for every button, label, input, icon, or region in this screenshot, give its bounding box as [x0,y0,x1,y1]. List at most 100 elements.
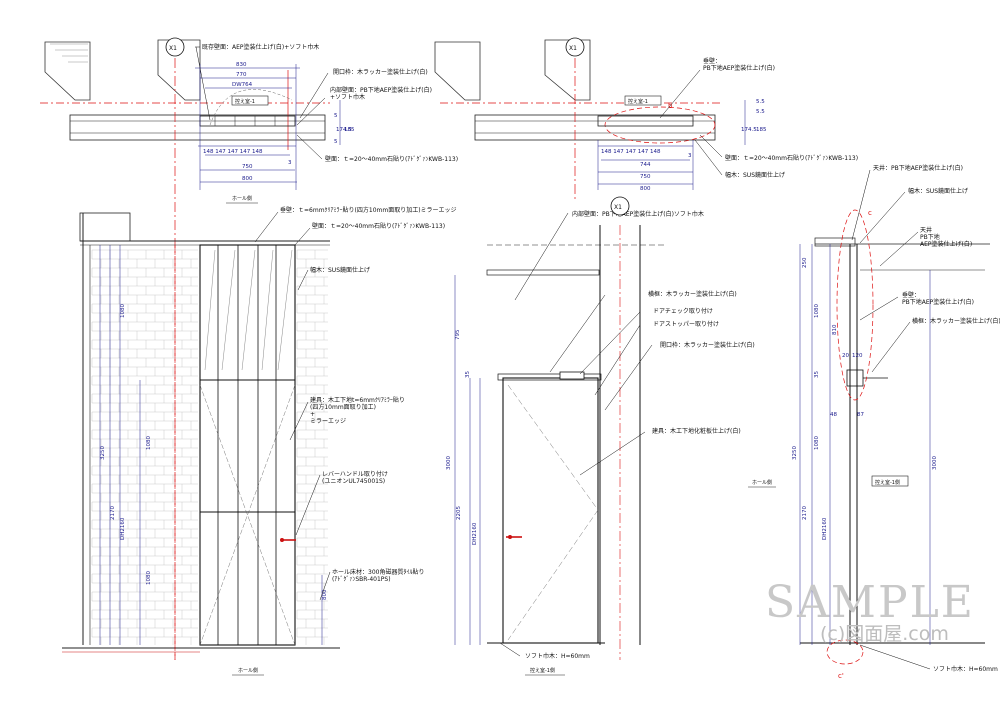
section-detail-ellipse-top [836,209,874,401]
section-note-partition: 垂壁：PB下地AEP塗装仕上げ(白) [902,291,974,306]
section-dim-2: 810 [832,324,838,335]
plan-right-vdim-3: 185 [756,127,767,133]
section-note-transom: 横框：木ラッカー塗装仕上げ(白) [912,317,1000,325]
elev-hall-note-transom: 垂壁：ｔ=6mmｸﾘｱﾐﾗｰ貼り(四方10mm面取り加工)ミラーエッジ [280,206,457,214]
elev-room-room-tag: 控え室-1側 [530,667,555,674]
section-note-ceiling: 天井：PB下地AEP塗装仕上げ(白) [873,164,963,172]
elev-room-note-skirting: ソフト巾木：H=60mm [525,652,590,660]
elev-room-dim-4: DH2160 [472,522,478,545]
elev-hall-note-stone: 壁面：ｔ=20～40mm石貼り(ｱﾄﾞｸﾞｧﾝKWB-113) [312,222,445,230]
elev-room-note-check: ドアチェック取り付け [653,307,713,315]
plan-left-dim-1: 770 [236,72,247,78]
elev-room-door [502,377,599,644]
plan-right-dim-0: 3 [688,153,692,159]
elev-room-dim-2: 3000 [446,456,452,470]
plan-left: 830 770 DW764 148 147 147 147 148 3 750 … [40,37,458,660]
section-dim-4: 1080 [814,436,820,450]
elev-hall-note-handle: レバーハンドル取り付け(ユニオンUL745001S) [322,470,388,485]
elev-room-dim-1: 35 [465,371,471,378]
elev-hall-dim-1: 1080 [146,436,152,450]
section-marker-c: c [868,209,872,217]
section-note-frame: 幅木：SUS鏡面仕上げ [908,187,968,195]
elev-hall-dim-0: 1080 [120,304,126,318]
elev-room: 795 35 3000 2205 DH2160 内部壁面：PB下地AEP塗装仕上… [446,196,755,676]
plan-left-note-inner: 内部壁面：PB下地AEP塗装仕上げ(白)+ソフト巾木 [330,86,432,101]
plan-left-dim-b1: 750 [242,164,253,170]
plan-left-note-opening: 開口枠：木ラッカー塗装仕上げ(白) [333,68,428,76]
elev-hall-dim-4: DH2160 [120,517,126,540]
plan-right-vdim-1: 5.5 [756,109,765,115]
watermark-main: SAMPLE [765,577,975,628]
section-detail-ellipse-bottom [826,639,864,665]
elev-hall-side-tag: ホール側 [238,667,258,674]
plan-left-seq: 148 147 147 147 148 [203,149,263,155]
grid-bubble-left-label: X1 [169,45,177,52]
section-marker-c-prime: c' [838,672,844,680]
plan-right-note-frame: 幅木：SUS鏡面仕上げ [725,171,785,179]
elev-hall-note-frame: 幅木：SUS鏡面仕上げ [310,266,370,274]
section-sdim-1: 87 [857,412,864,418]
plan-left-dim-2: DW764 [232,82,253,88]
plan-left-note-existing: 既存壁面：AEP塗装仕上げ(白)+ソフト巾木 [202,43,319,51]
section-note-skirting: ソフト巾木：H=60mm [933,665,998,673]
section: 250 1080 810 3250 1080 2170 DH2160 3000 … [748,164,1000,680]
plan-right-vdim-2: 174.5 [741,127,757,133]
grid-bubble-elev-room [610,196,630,216]
elev-hall: 1080 1080 3250 2170 DH2160 1080 800 垂壁：ｔ… [62,206,457,676]
plan-left-dim-b0: 3 [288,160,292,166]
section-sdim-0: 48 [830,412,837,418]
plan-left-dim-b2: 800 [242,176,253,182]
elev-room-note-frame: 横框：木ラッカー塗装仕上げ(白) [648,290,737,298]
elev-hall-dim-6: 800 [322,589,328,600]
plan-right-detail-ellipse [604,106,716,144]
elev-room-dim-3: 2205 [456,506,462,520]
plan-left-wall-band [69,114,326,141]
plan-left-note-stone: 壁面：ｔ=20～40mm石貼り(ｱﾄﾞｸﾞｧﾝKWB-113) [325,155,458,163]
grid-bubble-right-label: X1 [569,45,577,52]
elev-hall-note-door: 建具：木工下地t=6mmｸﾘｱﾐﾗｰ貼り(四方10mm面取り加工)+ミラーエッジ [310,396,405,425]
section-dim-6: DH2160 [822,517,828,540]
grid-bubble-right [565,37,585,57]
plan-left-vdim-2: 5 [334,139,338,145]
plan-right: 148 147 147 147 148 3 744 750 800 5.5 5.… [434,37,858,200]
watermark-sub: (c)図面屋.com [820,623,949,645]
plan-right-dim-2: 750 [640,174,651,180]
plan-left-room-tag: 控え室-1 [235,98,255,105]
grid-bubble-elev-room-label: X1 [614,204,622,211]
elev-hall-dim-5: 1080 [146,571,152,585]
section-dim-1: 1080 [814,304,820,318]
plan-left-vdim-3: 185 [344,127,355,133]
plan-left-vdim-1: 174.5 [336,127,352,133]
elev-room-note-stop: ドアストッパー取り付け [653,320,719,328]
elev-hall-dim-2: 3250 [100,446,106,460]
plan-right-room-tag: 控え室-1 [628,98,648,105]
elev-hall-door-frame [199,244,296,646]
plan-left-wall-hatch [44,41,91,101]
plan-right-note-partition: 垂壁：PB下地AEP塗装仕上げ(白) [703,57,775,72]
section-sdim-3: 120 [852,353,863,359]
grid-bubble-left [165,37,185,57]
section-side-left: ホール側 [752,479,772,486]
elev-room-note-inner: 内部壁面：PB下地AEP塗装仕上げ(白)ソフト巾木 [572,210,704,218]
plan-right-note-stone: 壁面：ｔ=20～40mm石貼り(ｱﾄﾞｸﾞｧﾝKWB-113) [725,154,858,162]
plan-right-vdim-0: 5.5 [756,99,765,105]
plan-left-vdim-0: 5 [334,113,338,119]
elev-room-note-door: 建具：木工下地化粧板仕上げ(白) [652,427,741,435]
elev-hall-note-hall-side: ホール床材：300角磁器質ﾀｲﾙ貼り(ｱﾄﾞｸﾞｧﾝSBR-401PS) [332,568,424,583]
plan-right-seq: 148 147 147 147 148 [601,149,661,155]
elev-room-note-opening: 開口枠：木ラッカー塗装仕上げ(白) [660,341,755,349]
plan-left-dim-0: 830 [236,62,247,68]
section-dim-3: 3250 [792,446,798,460]
section-dim-7: 3000 [932,456,938,470]
plan-right-marker-b: b [668,102,673,110]
plan-right-dim-1: 744 [640,162,651,168]
plan-left-side-tag: ホール側 [232,195,252,202]
plan-right-dim-3: 800 [640,186,651,192]
section-dim-5: 2170 [802,506,808,520]
section-sdim-2: 20 [842,353,849,359]
section-side-right: 控え室-1側 [875,479,900,486]
elev-hall-dim-3: 2170 [110,506,116,520]
